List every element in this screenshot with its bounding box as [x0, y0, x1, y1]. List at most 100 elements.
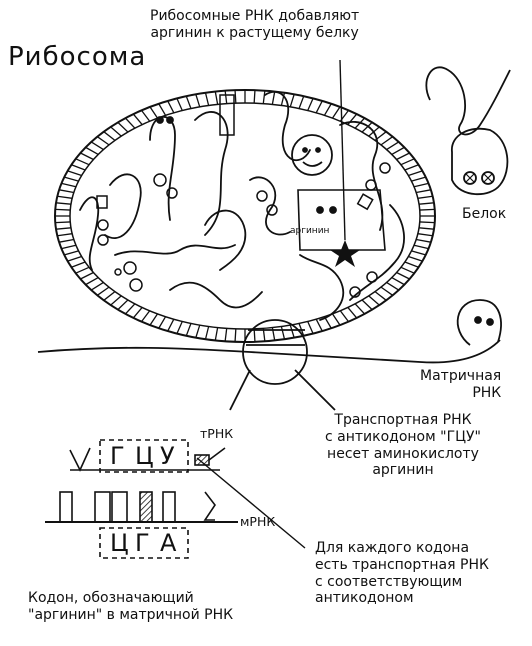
- ribosome-tick: [307, 98, 314, 111]
- ribosome-tick: [380, 136, 394, 146]
- ribosome-body: [54, 89, 436, 343]
- ribosome-tick: [90, 141, 104, 151]
- ribosome-tick: [391, 276, 405, 286]
- codon-inset: [45, 439, 238, 559]
- ribosome-tick: [176, 321, 183, 334]
- transport-rna-line-3: несет аминокислоту: [327, 445, 479, 462]
- ribosome-tick: [280, 326, 286, 340]
- ribosome-tick: [347, 307, 358, 319]
- ribosome-tick: [55, 221, 71, 224]
- ribosome-tick: [110, 295, 122, 306]
- ribosomal-rna-line-2: аргинин к растущему белку: [150, 24, 359, 41]
- ribosome-tick: [96, 136, 110, 146]
- ribosome-tick: [195, 94, 201, 108]
- ribosome-tick: [400, 266, 415, 274]
- ribosome-tick: [323, 103, 332, 116]
- ribosome-tick: [132, 113, 143, 125]
- codon-letter-3: А: [160, 529, 177, 557]
- ribosome-tick: [67, 255, 82, 262]
- ribosome-tick: [55, 202, 72, 205]
- ribosome-tick: [271, 91, 276, 105]
- ribosome-tick: [158, 103, 167, 116]
- ribosome-tick: [419, 208, 435, 211]
- ribosome-tick: [158, 316, 167, 329]
- ribosome-tick: [75, 158, 90, 166]
- ribosome-tick: [140, 109, 151, 122]
- ribosome-decorations: [96, 94, 391, 298]
- ribosome-tick: [214, 327, 219, 341]
- ribosome-tick: [234, 328, 237, 342]
- ribosome-tick: [80, 152, 94, 161]
- messenger-rna-line-2: РНК: [472, 384, 502, 401]
- mrna-tag: мРНК: [240, 514, 276, 529]
- ribosome-tick: [61, 244, 77, 250]
- ribosome-tick: [416, 238, 431, 243]
- ribosome-tick: [90, 281, 104, 291]
- ribosome-tick: [404, 261, 419, 268]
- messenger-rna-line-1: Матричная: [420, 368, 502, 384]
- ribosome-tick: [361, 299, 373, 311]
- ribosome-tick: [71, 261, 86, 268]
- ribosome-tick: [185, 95, 192, 109]
- page-title: Рибосома: [8, 42, 147, 72]
- ribosome-tick: [417, 233, 433, 237]
- ribosome-tick: [417, 195, 433, 199]
- each-codon-line-1: Для каждого кодона: [315, 540, 470, 556]
- ribosomal-rna-label: Рибосомные РНК добавляют аргинин к расту…: [150, 8, 359, 42]
- ribosome-tick: [386, 141, 400, 151]
- ribosome-tick: [85, 146, 99, 156]
- ribosome-tick: [418, 202, 435, 205]
- codon-line-1: Кодон, обозначающий: [28, 590, 194, 606]
- each-codon-line-2: есть транспортная РНК: [315, 556, 489, 573]
- ribosome-tick: [132, 307, 143, 319]
- arginine-star: [330, 240, 360, 267]
- ribosome-tick: [55, 208, 71, 211]
- messenger-rna-strand: [37, 299, 502, 364]
- ribosome-tick: [289, 324, 295, 338]
- ribosome-tick: [400, 158, 415, 166]
- ribosome-tick: [176, 98, 183, 111]
- ribosome-tick: [59, 189, 74, 194]
- ribosome-tick: [234, 90, 237, 104]
- ribosome-tick: [110, 126, 122, 137]
- ribosome-tick: [411, 176, 426, 182]
- messenger-rna-label: Матричная РНК: [420, 368, 501, 402]
- ribosome-tick: [117, 121, 129, 133]
- transport-rna-spot: [229, 319, 336, 411]
- ribosome-tick: [331, 106, 341, 119]
- codon-letter-1: Ц: [110, 529, 129, 557]
- ribosome-tick: [374, 291, 387, 301]
- ribosome-tick: [57, 233, 73, 237]
- ribosome-tick: [117, 299, 129, 311]
- protein-chain: [425, 66, 511, 196]
- ribosome-tick: [67, 170, 82, 177]
- ribosome-tick: [361, 121, 373, 133]
- ribosome-tick: [391, 146, 405, 156]
- codon-letter-2: Г: [135, 529, 150, 557]
- ribosome-tick: [280, 92, 286, 106]
- ribosome-tick: [149, 106, 159, 119]
- ribosome-tick: [59, 238, 74, 243]
- ribosome-tick: [408, 255, 423, 262]
- ribosome-tick: [195, 324, 201, 338]
- ribosome-tick: [307, 321, 314, 334]
- ribosome-tick: [103, 291, 116, 301]
- ribosome-tick: [224, 90, 228, 104]
- ribosome-tick: [289, 94, 295, 108]
- each-codon-line-4: антикодоном: [315, 590, 414, 607]
- ribosome-tick: [167, 100, 175, 114]
- ribosome-tick: [396, 271, 410, 280]
- ribosome-tick: [253, 90, 256, 104]
- transport-rna-line-1: Транспортная РНК: [334, 412, 472, 428]
- transport-rna-line-2: с антикодоном "ГЦУ": [325, 428, 481, 445]
- codon-line-2: "аргинин" в матричной РНК: [28, 606, 234, 623]
- ribosome-tick: [408, 170, 423, 177]
- ribosomal-rna-strands: [79, 90, 405, 321]
- anticodon-letter-3: У: [160, 442, 175, 470]
- ribosome-tick: [149, 313, 159, 326]
- ribosomal-rna-line-1: Рибосомные РНК добавляют: [150, 8, 360, 24]
- anticodon-letter-2: Ц: [135, 442, 154, 470]
- ribosome-tick: [103, 131, 116, 141]
- ribosome-tick: [419, 221, 435, 224]
